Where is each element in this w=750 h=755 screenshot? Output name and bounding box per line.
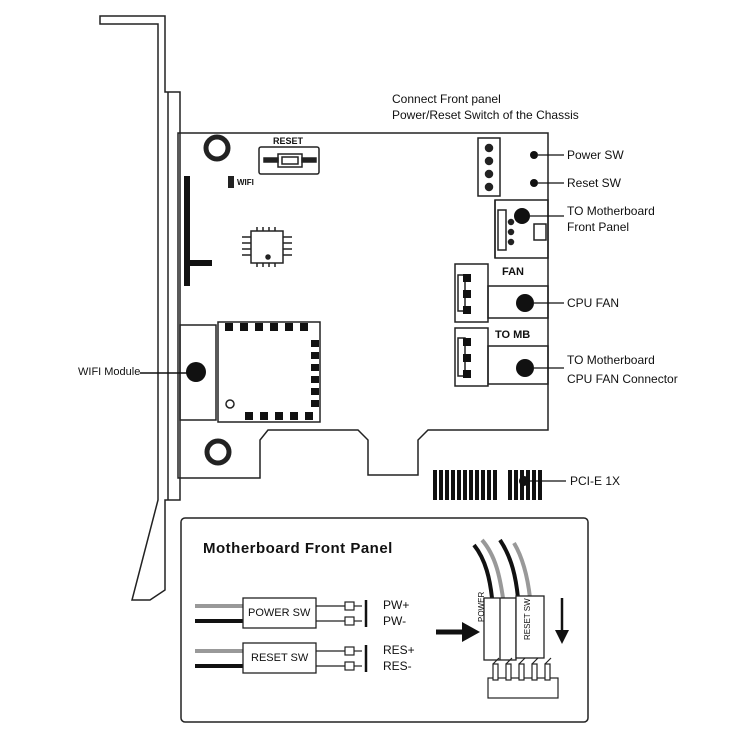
insert-arrow — [555, 598, 569, 644]
panel-title: Motherboard Front Panel — [203, 540, 393, 557]
callout-wifi-module: WIFI Module — [78, 366, 141, 378]
to-mb-front-connector — [494, 199, 549, 259]
front-panel-header — [477, 137, 501, 197]
callout-power-sw: Power SW — [567, 148, 624, 162]
callout-to-mb-front-1: TO Motherboard — [567, 204, 655, 218]
header-line-2: Power/Reset Switch of the Chassis — [392, 108, 579, 122]
dupont-connector — [483, 595, 545, 661]
callout-cpu-fan: CPU FAN — [567, 296, 620, 310]
power-sw-box-label: POWER SW — [248, 607, 311, 619]
reset-sw-box-label: RESET SW — [251, 652, 309, 664]
front-panel-inset — [180, 517, 589, 723]
pw-plus-label: PW+ — [383, 598, 410, 612]
power-wires — [195, 597, 368, 629]
connector-cables — [472, 538, 532, 599]
callout-reset-sw: Reset SW — [567, 176, 622, 190]
small-ic-chip — [242, 227, 292, 267]
reset-label: RESET — [273, 136, 304, 146]
antenna-trace — [184, 176, 212, 286]
res-plus-label: RES+ — [383, 643, 415, 657]
fan-label: FAN — [502, 266, 524, 278]
mounting-hole-top — [203, 134, 231, 162]
pw-minus-label: PW- — [383, 614, 407, 628]
cpu-fan-pins — [463, 274, 471, 314]
cpu-fan-dot — [516, 294, 534, 312]
mounting-hole-bottom — [204, 438, 232, 466]
to-mb-fan-pins — [463, 338, 471, 378]
power-sw-dot — [530, 151, 538, 159]
to-mb-fan-dot — [516, 359, 534, 377]
callout-to-mb-front-2: Front Panel — [567, 220, 630, 234]
connector-power-label: POWER — [477, 591, 486, 622]
wifi-led-label: WIFI — [237, 178, 254, 187]
to-mb-front-dot — [514, 208, 530, 224]
reset-wires — [195, 642, 368, 674]
res-minus-label: RES- — [383, 659, 412, 673]
reset-button — [258, 146, 320, 175]
pcb-outline — [177, 132, 549, 479]
pcie-dot — [519, 476, 529, 486]
to-mb-label: TO MB — [495, 329, 531, 341]
wifi-module-marker — [186, 362, 206, 382]
connect-arrow — [436, 622, 480, 642]
wifi-led — [228, 176, 234, 188]
pcie-gold-fingers — [433, 470, 542, 500]
wifi-module-pins — [225, 323, 319, 420]
pin-header — [487, 657, 559, 699]
header-line-1: Connect Front panel — [392, 92, 501, 106]
callout-to-mb-fan-1: TO Motherboard — [567, 353, 655, 367]
callout-pcie: PCI-E 1X — [570, 474, 621, 488]
connector-reset-label: RESET SW — [523, 598, 532, 640]
callout-to-mb-fan-2: CPU FAN Connector — [567, 372, 678, 386]
reset-sw-dot — [530, 179, 538, 187]
